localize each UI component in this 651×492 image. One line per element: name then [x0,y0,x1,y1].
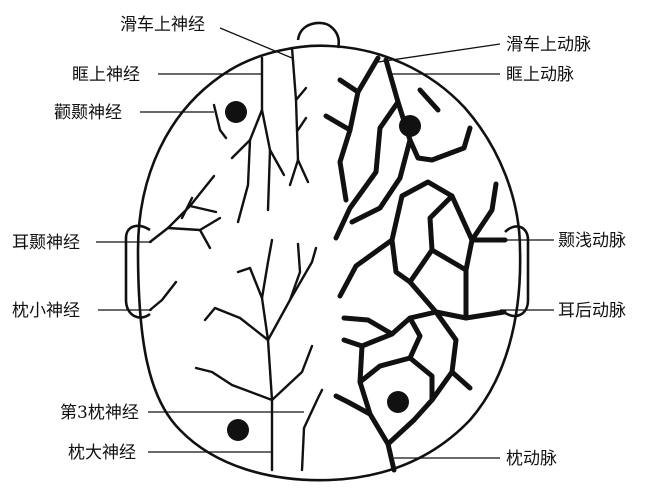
label-posterior-auricular-artery: 耳后动脉 [558,301,626,321]
label-supratrochlear-artery: 滑车上动脉 [506,35,591,55]
superficial-temporal-artery [340,182,505,296]
label-occipital-artery: 枕动脉 [506,449,557,469]
third-occipital-nerve [302,390,322,470]
supraorbital-nerve [232,58,284,222]
label-auriculotemporal-nerve: 耳颞神经 [12,233,80,253]
label-greater-occipital-nerve: 枕大神经 [68,443,136,463]
zygomaticotemporal-nerve [214,105,226,138]
auriculotemporal-nerve [150,176,220,248]
occipital-artery [336,312,470,470]
label-lesser-occipital-nerve: 枕小神经 [12,301,80,321]
supraorbital-artery [336,60,470,238]
label-supratrochlear-nerve: 滑车上神经 [120,15,205,35]
greater-occipital-nerve [196,240,316,470]
marker-dot-front-right [399,115,421,137]
label-supraorbital-artery: 眶上动脉 [506,65,574,85]
lesser-occipital-nerve [150,282,176,310]
marker-dot-back-left [227,419,249,441]
leader-lines [96,28,554,458]
label-third-occipital-nerve: 第3枕神经 [60,403,139,423]
label-zygomaticotemporal-nerve: 颧颞神经 [54,103,122,123]
marker-dot-front-left [225,101,247,123]
marker-dot-back-right [387,391,409,413]
label-supraorbital-nerve: 眶上神经 [72,65,140,85]
posterior-auricular-artery [344,270,504,334]
supratrochlear-nerve [290,48,308,185]
label-superficial-temporal-artery: 颞浅动脉 [558,231,626,251]
